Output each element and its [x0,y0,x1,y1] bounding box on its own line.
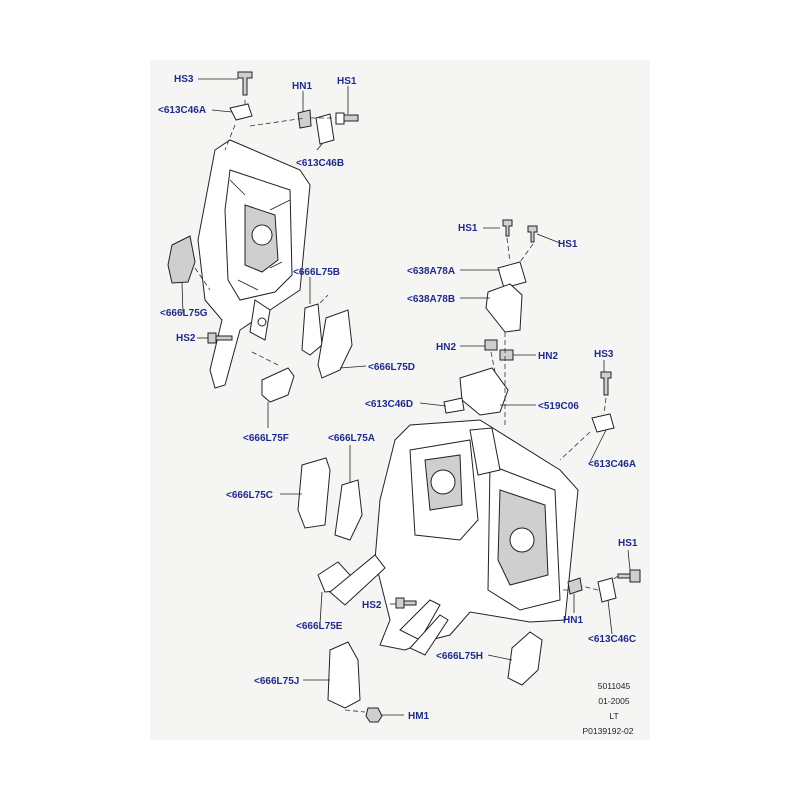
footer-ref: P0139192-02 [582,726,633,736]
label-hn1-top: HN1 [292,81,312,92]
footer-date: 01-2005 [598,696,629,706]
label-hn2-left: HN2 [436,342,456,353]
label-hn2-right: HN2 [538,351,558,362]
label-hm1: HM1 [408,711,430,722]
label-hs1-top: HS1 [337,76,357,87]
label-666l75b: <666L75B [293,267,340,278]
label-613c46d: <613C46D [365,399,413,410]
label-638a78b: <638A78B [407,294,455,305]
label-666l75f: <666L75F [243,433,289,444]
label-666l75a: <666L75A [328,433,375,444]
trim-panel-666L75A [334,479,363,541]
label-666l75e: <666L75E [296,621,343,632]
trim-panel-666L75H [507,631,543,686]
trim-panel-666L75C [297,457,331,529]
label-hs2-bottom: HS2 [362,600,382,611]
label-hs3-right: HS3 [594,349,614,360]
footer-drawing-number: 5011045 [598,681,631,691]
trim-panel-666L75E-arm [329,554,386,606]
label-hs1-right2: HS1 [558,239,578,250]
right-seat-frame [374,419,579,656]
label-hn1-bottom: HN1 [563,615,583,626]
label-613c46a-right: <613C46A [588,459,636,470]
clip-hm1 [365,707,383,723]
label-519c06: <519C06 [538,401,579,412]
label-613c46b: <613C46B [296,158,344,169]
trim-panel-666L75G [167,235,196,284]
label-hs2-left: HS2 [176,333,196,344]
label-666l75g: <666L75G [160,308,208,319]
label-666l75d: <666L75D [368,362,415,373]
drawing-footer: 5011045 01-2005 LT P0139192-02 [582,681,633,736]
label-638a78a: <638A78A [407,266,455,277]
label-hs1-bottom-right: HS1 [618,538,638,549]
trim-panel-666L75D [317,309,353,379]
trim-panel-666L75J [327,641,361,709]
headrest-bracket [443,219,538,425]
part-labels: HS3 <613C46A HN1 HS1 <613C46B <666L75G <… [158,74,638,722]
screw-hs2-left [207,332,233,344]
leader-lines [181,78,631,716]
screw-hs2-bottom [395,597,417,609]
label-hs1-right1: HS1 [458,223,478,234]
trim-panel-666L75B [301,303,323,356]
trim-panel-666L75F [261,367,295,403]
footer-code: LT [609,711,618,721]
label-666l75j: <666L75J [254,676,299,687]
top-left-fasteners [224,71,359,151]
left-seat-frame [197,139,311,389]
label-hs3-top: HS3 [174,74,194,85]
label-666l75h: <666L75H [436,651,483,662]
right-fasteners [559,371,615,461]
label-613c46a-top: <613C46A [158,105,206,116]
label-613c46c: <613C46C [588,634,636,645]
bottom-right-fasteners [560,569,641,603]
label-666l75c: <666L75C [226,490,273,501]
